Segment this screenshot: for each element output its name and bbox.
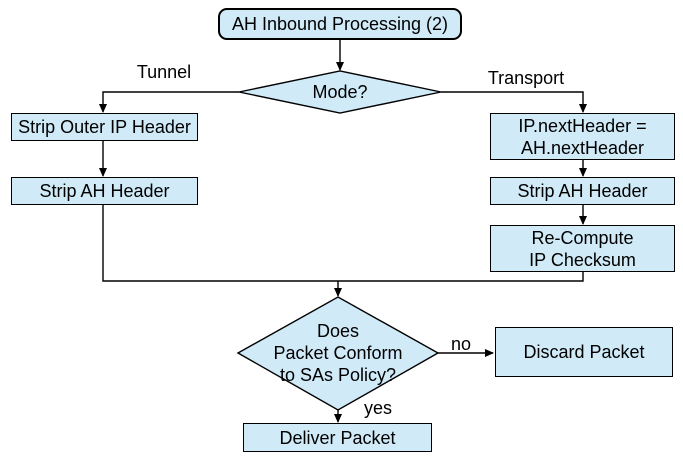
deliver-packet-node: Deliver Packet (243, 423, 432, 452)
strip-outer-ip-header-node: Strip Outer IP Header (11, 113, 198, 141)
tunnel-branch-label: Tunnel (136, 62, 192, 82)
edge-mode-tunnel-branch (99, 91, 239, 113)
transport-branch-label: Transport (487, 68, 565, 88)
yes-branch-label: yes (363, 398, 392, 418)
no-branch-label: no (450, 334, 472, 354)
start-node: AH Inbound Processing (2) (218, 8, 462, 40)
policy-decision-diamond (236, 296, 440, 411)
edge-merge-line (102, 205, 584, 282)
set-next-header-node: IP.nextHeader = AH.nextHeader (490, 113, 675, 160)
policy-decision-label: Does Packet Conform to SAs Policy? (273, 321, 403, 385)
mode-decision-diamond (238, 70, 442, 114)
recompute-checksum-node: Re-Compute IP Checksum (490, 225, 675, 272)
strip-ah-header-tunnel-node: Strip AH Header (11, 177, 198, 205)
edge-mode-transport-branch (441, 91, 587, 113)
mode-decision-label: Mode? (312, 82, 368, 102)
strip-ah-header-transport-node: Strip AH Header (490, 177, 675, 205)
discard-packet-node: Discard Packet (495, 327, 673, 377)
